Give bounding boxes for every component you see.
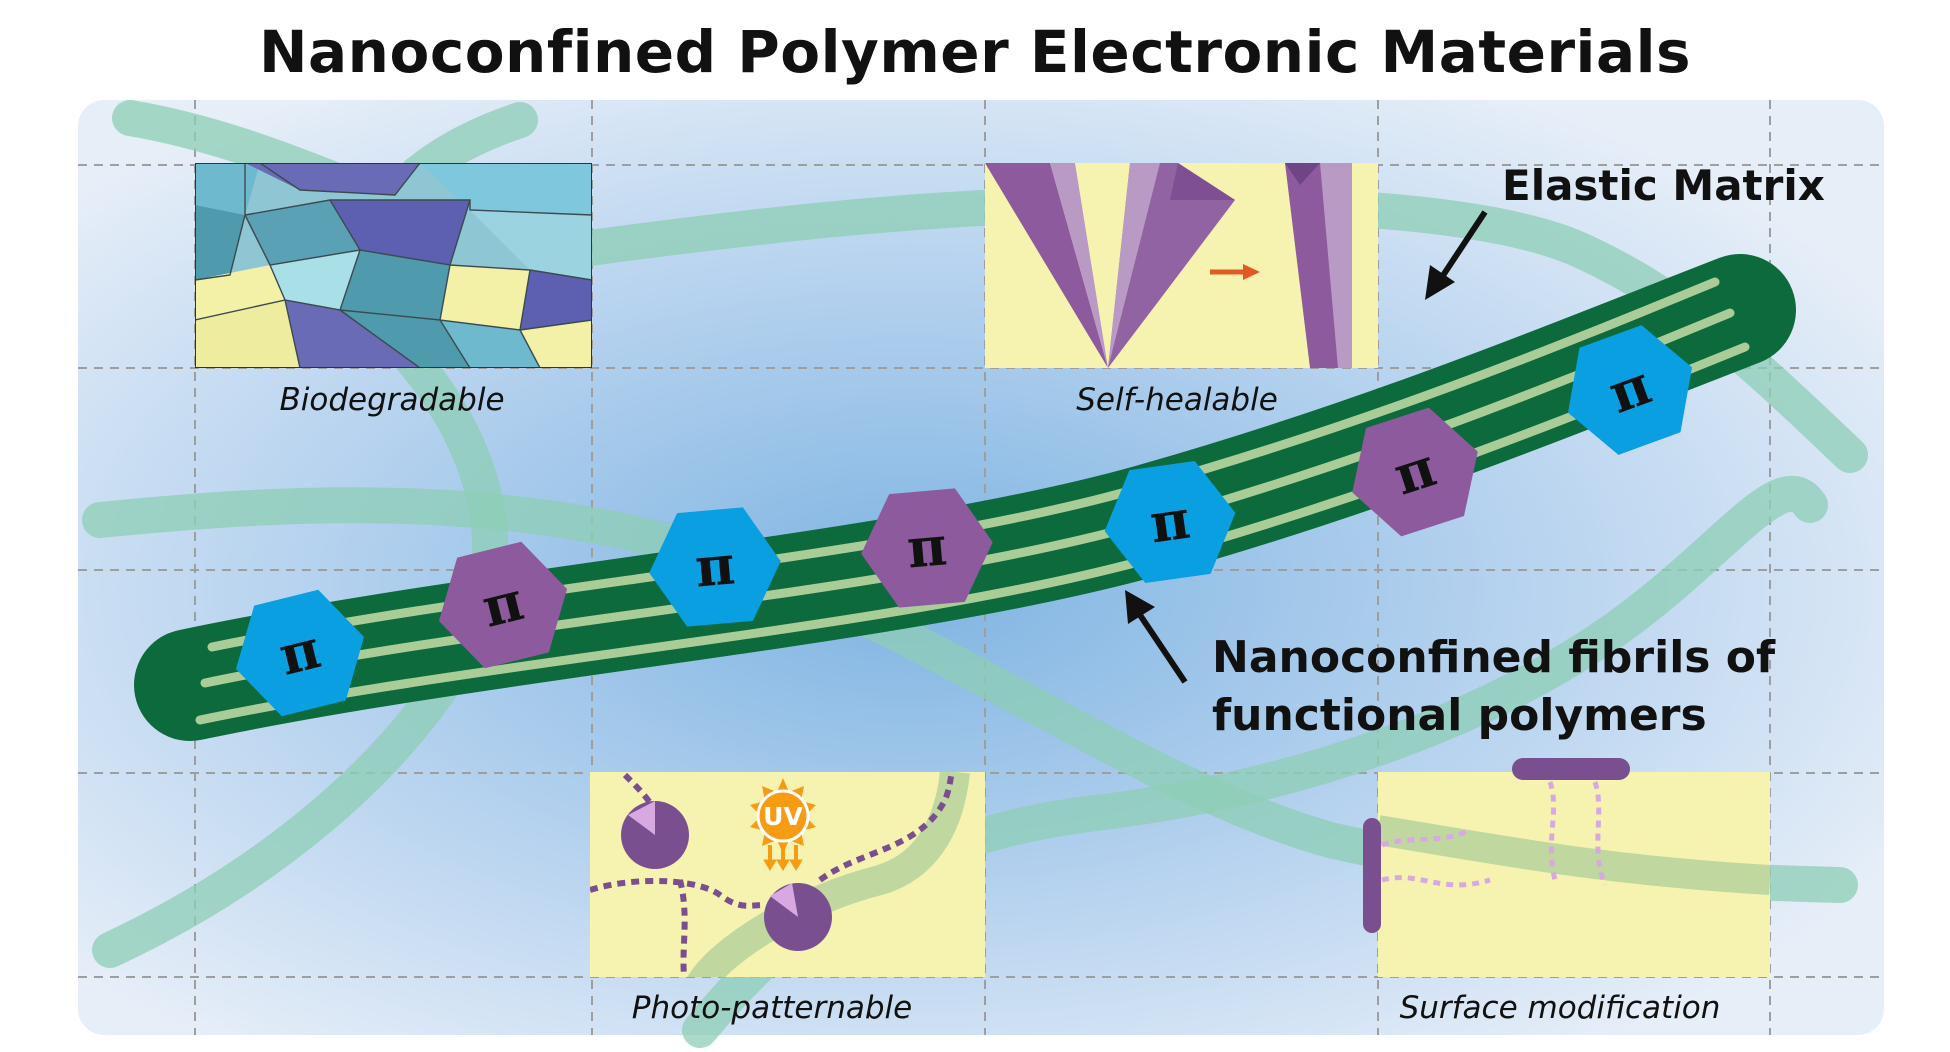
photo-patternable-inset: UV <box>590 772 985 977</box>
pi-hexagon-blue: π <box>649 507 781 627</box>
figure-title: Nanoconfined Polymer Electronic Material… <box>259 18 1691 86</box>
pi-hexagon-blue: π <box>1567 325 1693 455</box>
pi-stacks: π π π π π π π <box>235 325 1693 717</box>
elastic-matrix-label: Elastic Matrix <box>1502 161 1825 210</box>
fibrils-label-line1: Nanoconfined fibrils of <box>1212 632 1776 683</box>
healing-arrow <box>1210 264 1260 280</box>
svg-text:π: π <box>904 513 949 580</box>
fibrils-arrow <box>1125 590 1188 684</box>
pi-hexagon-blue: π <box>235 589 365 717</box>
photo-initiator-top <box>621 801 689 869</box>
svg-text:π: π <box>692 532 737 599</box>
pi-hexagon-blue: π <box>1104 460 1236 584</box>
cracked-crystal-left <box>985 163 1108 368</box>
surface-modification-label: Surface modification <box>1400 990 1721 1026</box>
uv-label: UV <box>763 802 803 831</box>
elastic-matrix-arrow <box>1425 210 1488 300</box>
photo-patternable-label: Photo-patternable <box>632 990 912 1026</box>
uv-sun-icon: UV <box>750 778 816 871</box>
self-healable-inset <box>985 163 1378 368</box>
photo-initiator-bottom <box>764 883 832 951</box>
self-healable-label: Self-healable <box>1076 382 1278 418</box>
pi-hexagon-purple: π <box>1352 407 1478 537</box>
surface-modification-inset <box>1363 758 1770 977</box>
biodegradable-inset <box>195 163 592 368</box>
surface-anchor-vertical <box>1363 818 1381 933</box>
fibrils-label-line2: functional polymers <box>1212 690 1707 741</box>
surface-anchor-horizontal <box>1512 758 1630 780</box>
pi-hexagon-purple: π <box>438 541 568 669</box>
pi-hexagon-purple: π <box>861 488 993 608</box>
svg-text:π: π <box>1146 487 1194 556</box>
biodegradable-label: Biodegradable <box>279 382 504 418</box>
